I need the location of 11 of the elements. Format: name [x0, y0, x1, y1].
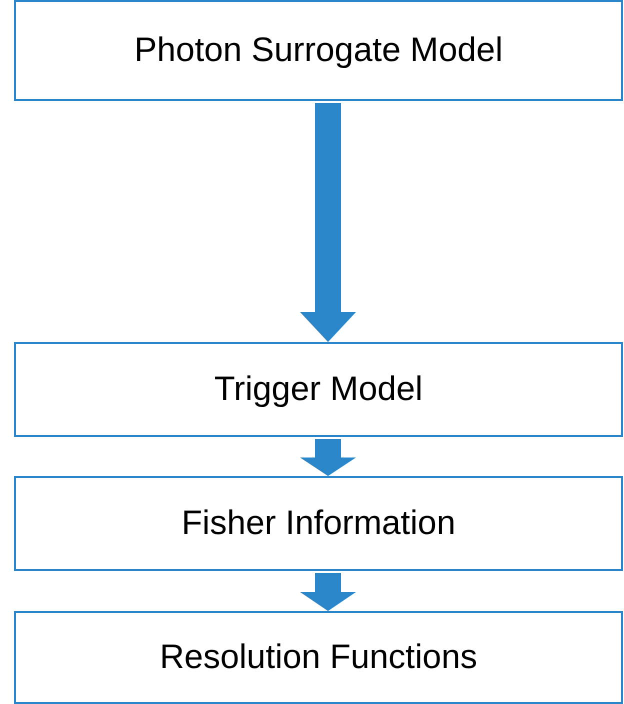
process-box — [14, 476, 623, 571]
block-arrow — [300, 439, 356, 476]
box-label: Fisher Information — [182, 503, 456, 544]
block-arrow — [300, 573, 356, 611]
box-label: Resolution Functions — [160, 637, 478, 678]
process-box — [14, 611, 623, 704]
process-box — [14, 0, 623, 101]
box-label: Photon Surrogate Model — [134, 30, 503, 72]
box-label: Trigger Model — [214, 369, 423, 410]
block-arrow — [300, 103, 356, 342]
process-box — [14, 342, 623, 437]
